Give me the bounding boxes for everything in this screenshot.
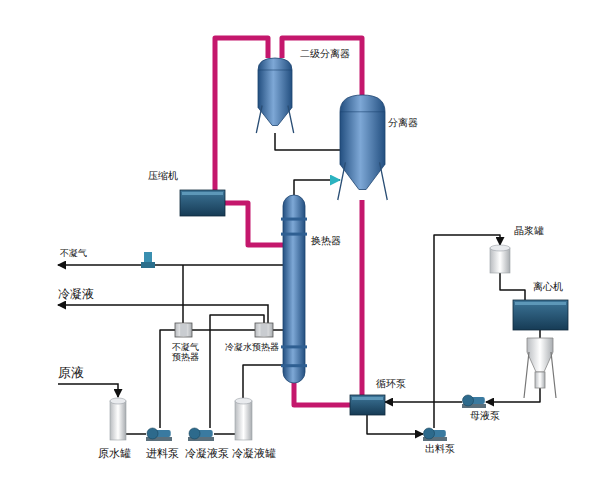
vent-branch [182, 265, 184, 323]
pipe-connector [360, 200, 365, 395]
stream-label: 原液 [58, 366, 84, 381]
pipe-connector [385, 401, 462, 403]
equipment-node: 循环泵 [350, 395, 385, 415]
pump-symbol [188, 428, 214, 441]
equipment-node: 出料泵 [423, 428, 447, 441]
equipment-label: 冷凝液罐 [232, 448, 276, 461]
vessel-symbol [338, 95, 388, 200]
vent-line [58, 264, 283, 266]
equipment-label: 进料泵 [146, 448, 179, 461]
equipment-outline [462, 395, 486, 408]
pipe-connector [294, 383, 350, 405]
pipe-connector [367, 415, 423, 434]
equipment-label: 压缩机 [148, 170, 178, 182]
equipment-label: 冷凝液泵 [185, 448, 229, 461]
tank-symbol [110, 398, 126, 440]
equipment-outline [258, 58, 292, 133]
pump-symbol [462, 395, 486, 408]
equipment-node: 换热器 [283, 195, 305, 383]
equipment-node: 冷凝液罐 [235, 398, 252, 440]
tank-symbol [490, 245, 510, 273]
equipment-label: 二级分离器 [300, 48, 350, 60]
pipe-connector [294, 180, 340, 195]
equipment-outline [188, 428, 214, 441]
equipment-label: 母液泵 [470, 410, 500, 422]
pipe-connector [273, 329, 283, 331]
equipment-node: 冷凝液泵 [188, 428, 214, 441]
equipment-outline [340, 95, 385, 200]
vessel-symbol [256, 58, 293, 133]
pipe-connector [214, 433, 235, 435]
equipment-node: 不凝气 预热器 [175, 323, 192, 337]
feed-inlet-line [58, 384, 118, 397]
equipment-node: 压缩机 [180, 190, 225, 216]
pipe-connector [243, 365, 283, 398]
equipment-outline [235, 398, 252, 440]
equipment-label: 冷凝水预热器 [225, 342, 279, 352]
stream-label: 不凝气 [60, 248, 87, 258]
equipment-outline [490, 245, 510, 273]
equipment-outline [146, 428, 172, 441]
equipment-outline [513, 300, 568, 330]
box-symbol [350, 395, 385, 415]
pump-symbol [423, 428, 447, 441]
equipment-label: 不凝气 预热器 [172, 342, 202, 363]
equipment-node: 离心机 [513, 300, 568, 330]
pipe-connector [282, 38, 362, 95]
column-symbol [281, 195, 307, 383]
pipe-connector [192, 329, 255, 331]
equipment-outline [350, 395, 385, 415]
equipment-outline [283, 195, 305, 383]
stream-label: 冷凝液 [58, 288, 94, 302]
box-symbol [180, 190, 225, 216]
equipment-outline [110, 398, 126, 440]
equipment-node: 母液泵 [462, 395, 486, 408]
equipment-node: 二级分离器 [258, 58, 292, 133]
equipment-outline [175, 323, 192, 337]
equipment-label: 出料泵 [425, 443, 455, 455]
tank-symbol [235, 398, 252, 440]
pump-symbol [146, 428, 172, 441]
equipment-outline [423, 428, 447, 441]
pipe-connector [225, 203, 283, 245]
pipe-connector [126, 433, 146, 435]
hopper-symbol [524, 338, 556, 398]
equipment-label: 分离器 [388, 117, 418, 129]
equipment-outline [180, 190, 225, 216]
hx-symbol [175, 323, 192, 337]
equipment-label: 晶浆罐 [514, 225, 544, 237]
equipment-node: 原水罐 [110, 398, 126, 440]
condensate-outlet-line [58, 305, 268, 323]
equipment-label: 离心机 [533, 281, 563, 293]
equipment-label: 循环泵 [376, 378, 406, 390]
pipe-connector [275, 133, 340, 150]
equipment-outline [255, 323, 273, 337]
equipment-label: 换热器 [311, 235, 341, 247]
equipment-node: 进料泵 [146, 428, 172, 441]
equipment-node: 冷凝水预热器 [255, 323, 273, 337]
equipment-label: 原水罐 [98, 448, 131, 461]
box-symbol [513, 300, 568, 330]
hx-symbol [255, 323, 273, 337]
valve-symbol [141, 252, 155, 268]
equipment-node: 分离器 [340, 95, 385, 200]
pipe-connector [500, 273, 525, 300]
equipment-node: 晶浆罐 [490, 245, 510, 273]
